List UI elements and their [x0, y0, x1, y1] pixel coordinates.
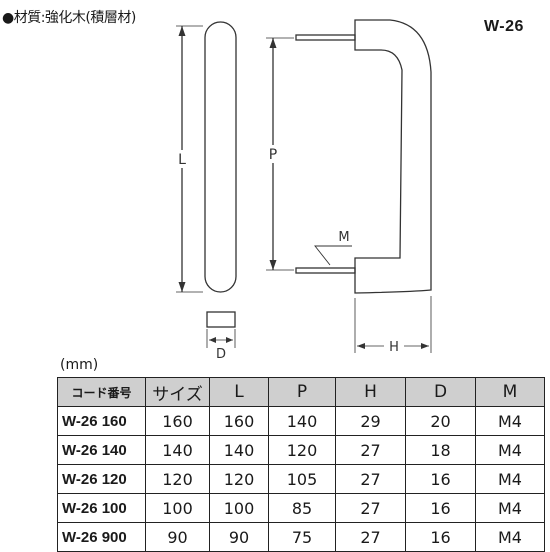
table-row: W-26 900 90 90 75 27 16 M4 — [57, 522, 545, 552]
cell-D: 20 — [405, 406, 476, 436]
cell-code: W-26 140 — [57, 435, 146, 465]
cell-L: 100 — [209, 493, 269, 523]
cell-D: 16 — [405, 493, 476, 523]
spec-table: コード番号 サイズ L P H D M W-26 160 160 160 140… — [57, 377, 545, 552]
cell-H: 27 — [335, 522, 406, 552]
cell-D: 18 — [405, 435, 476, 465]
label-L: L — [178, 152, 186, 168]
cell-size: 90 — [145, 522, 210, 552]
header-H: H — [335, 377, 406, 407]
label-D: D — [216, 347, 226, 360]
table-row: W-26 100 100 100 85 27 16 M4 — [57, 493, 545, 523]
cell-L: 140 — [209, 435, 269, 465]
unit-label: (mm) — [60, 357, 99, 373]
label-H: H — [389, 340, 399, 355]
cell-M: M4 — [475, 464, 545, 494]
cell-P: 120 — [268, 435, 336, 465]
table-row: W-26 160 160 160 140 29 20 M4 — [57, 406, 545, 436]
cell-L: 90 — [209, 522, 269, 552]
leader-M — [314, 245, 352, 266]
cell-L: 160 — [209, 406, 269, 436]
cell-H: 27 — [335, 464, 406, 494]
handle-end-section — [206, 311, 236, 328]
cell-P: 85 — [268, 493, 336, 523]
cell-H: 29 — [335, 406, 406, 436]
header-P: P — [268, 377, 336, 407]
cell-M: M4 — [475, 435, 545, 465]
cell-P: 140 — [268, 406, 336, 436]
cell-P: 105 — [268, 464, 336, 494]
label-M: M — [338, 230, 349, 245]
model-number: W-26 — [484, 18, 524, 35]
material-note: ●材質:強化木(積層材) — [2, 10, 136, 26]
cell-size: 100 — [145, 493, 210, 523]
table-header-row: コード番号 サイズ L P H D M — [57, 377, 545, 407]
header-L: L — [209, 377, 269, 407]
cell-M: M4 — [475, 406, 545, 436]
cell-size: 160 — [145, 406, 210, 436]
handle-side-view — [354, 19, 432, 294]
screw-top — [295, 34, 356, 41]
cell-code: W-26 100 — [57, 493, 146, 523]
cell-code: W-26 160 — [57, 406, 146, 436]
cell-L: 120 — [209, 464, 269, 494]
cell-M: M4 — [475, 493, 545, 523]
screw-bottom — [295, 267, 356, 274]
table-row: W-26 140 140 140 120 27 18 M4 — [57, 435, 545, 465]
cell-D: 16 — [405, 522, 476, 552]
header-code: コード番号 — [57, 377, 146, 407]
cell-D: 16 — [405, 464, 476, 494]
cell-P: 75 — [268, 522, 336, 552]
table-row: W-26 120 120 120 105 27 16 M4 — [57, 464, 545, 494]
cell-size: 140 — [145, 435, 210, 465]
cell-M: M4 — [475, 522, 545, 552]
header-size: サイズ — [145, 377, 210, 407]
cell-H: 27 — [335, 435, 406, 465]
label-P: P — [269, 147, 277, 163]
handle-front-view — [204, 21, 237, 293]
cell-code: W-26 900 — [57, 522, 146, 552]
handle-drawing: L P M D H — [176, 19, 432, 360]
cell-H: 27 — [335, 493, 406, 523]
header-D: D — [405, 377, 476, 407]
header-M: M — [475, 377, 545, 407]
cell-size: 120 — [145, 464, 210, 494]
cell-code: W-26 120 — [57, 464, 146, 494]
